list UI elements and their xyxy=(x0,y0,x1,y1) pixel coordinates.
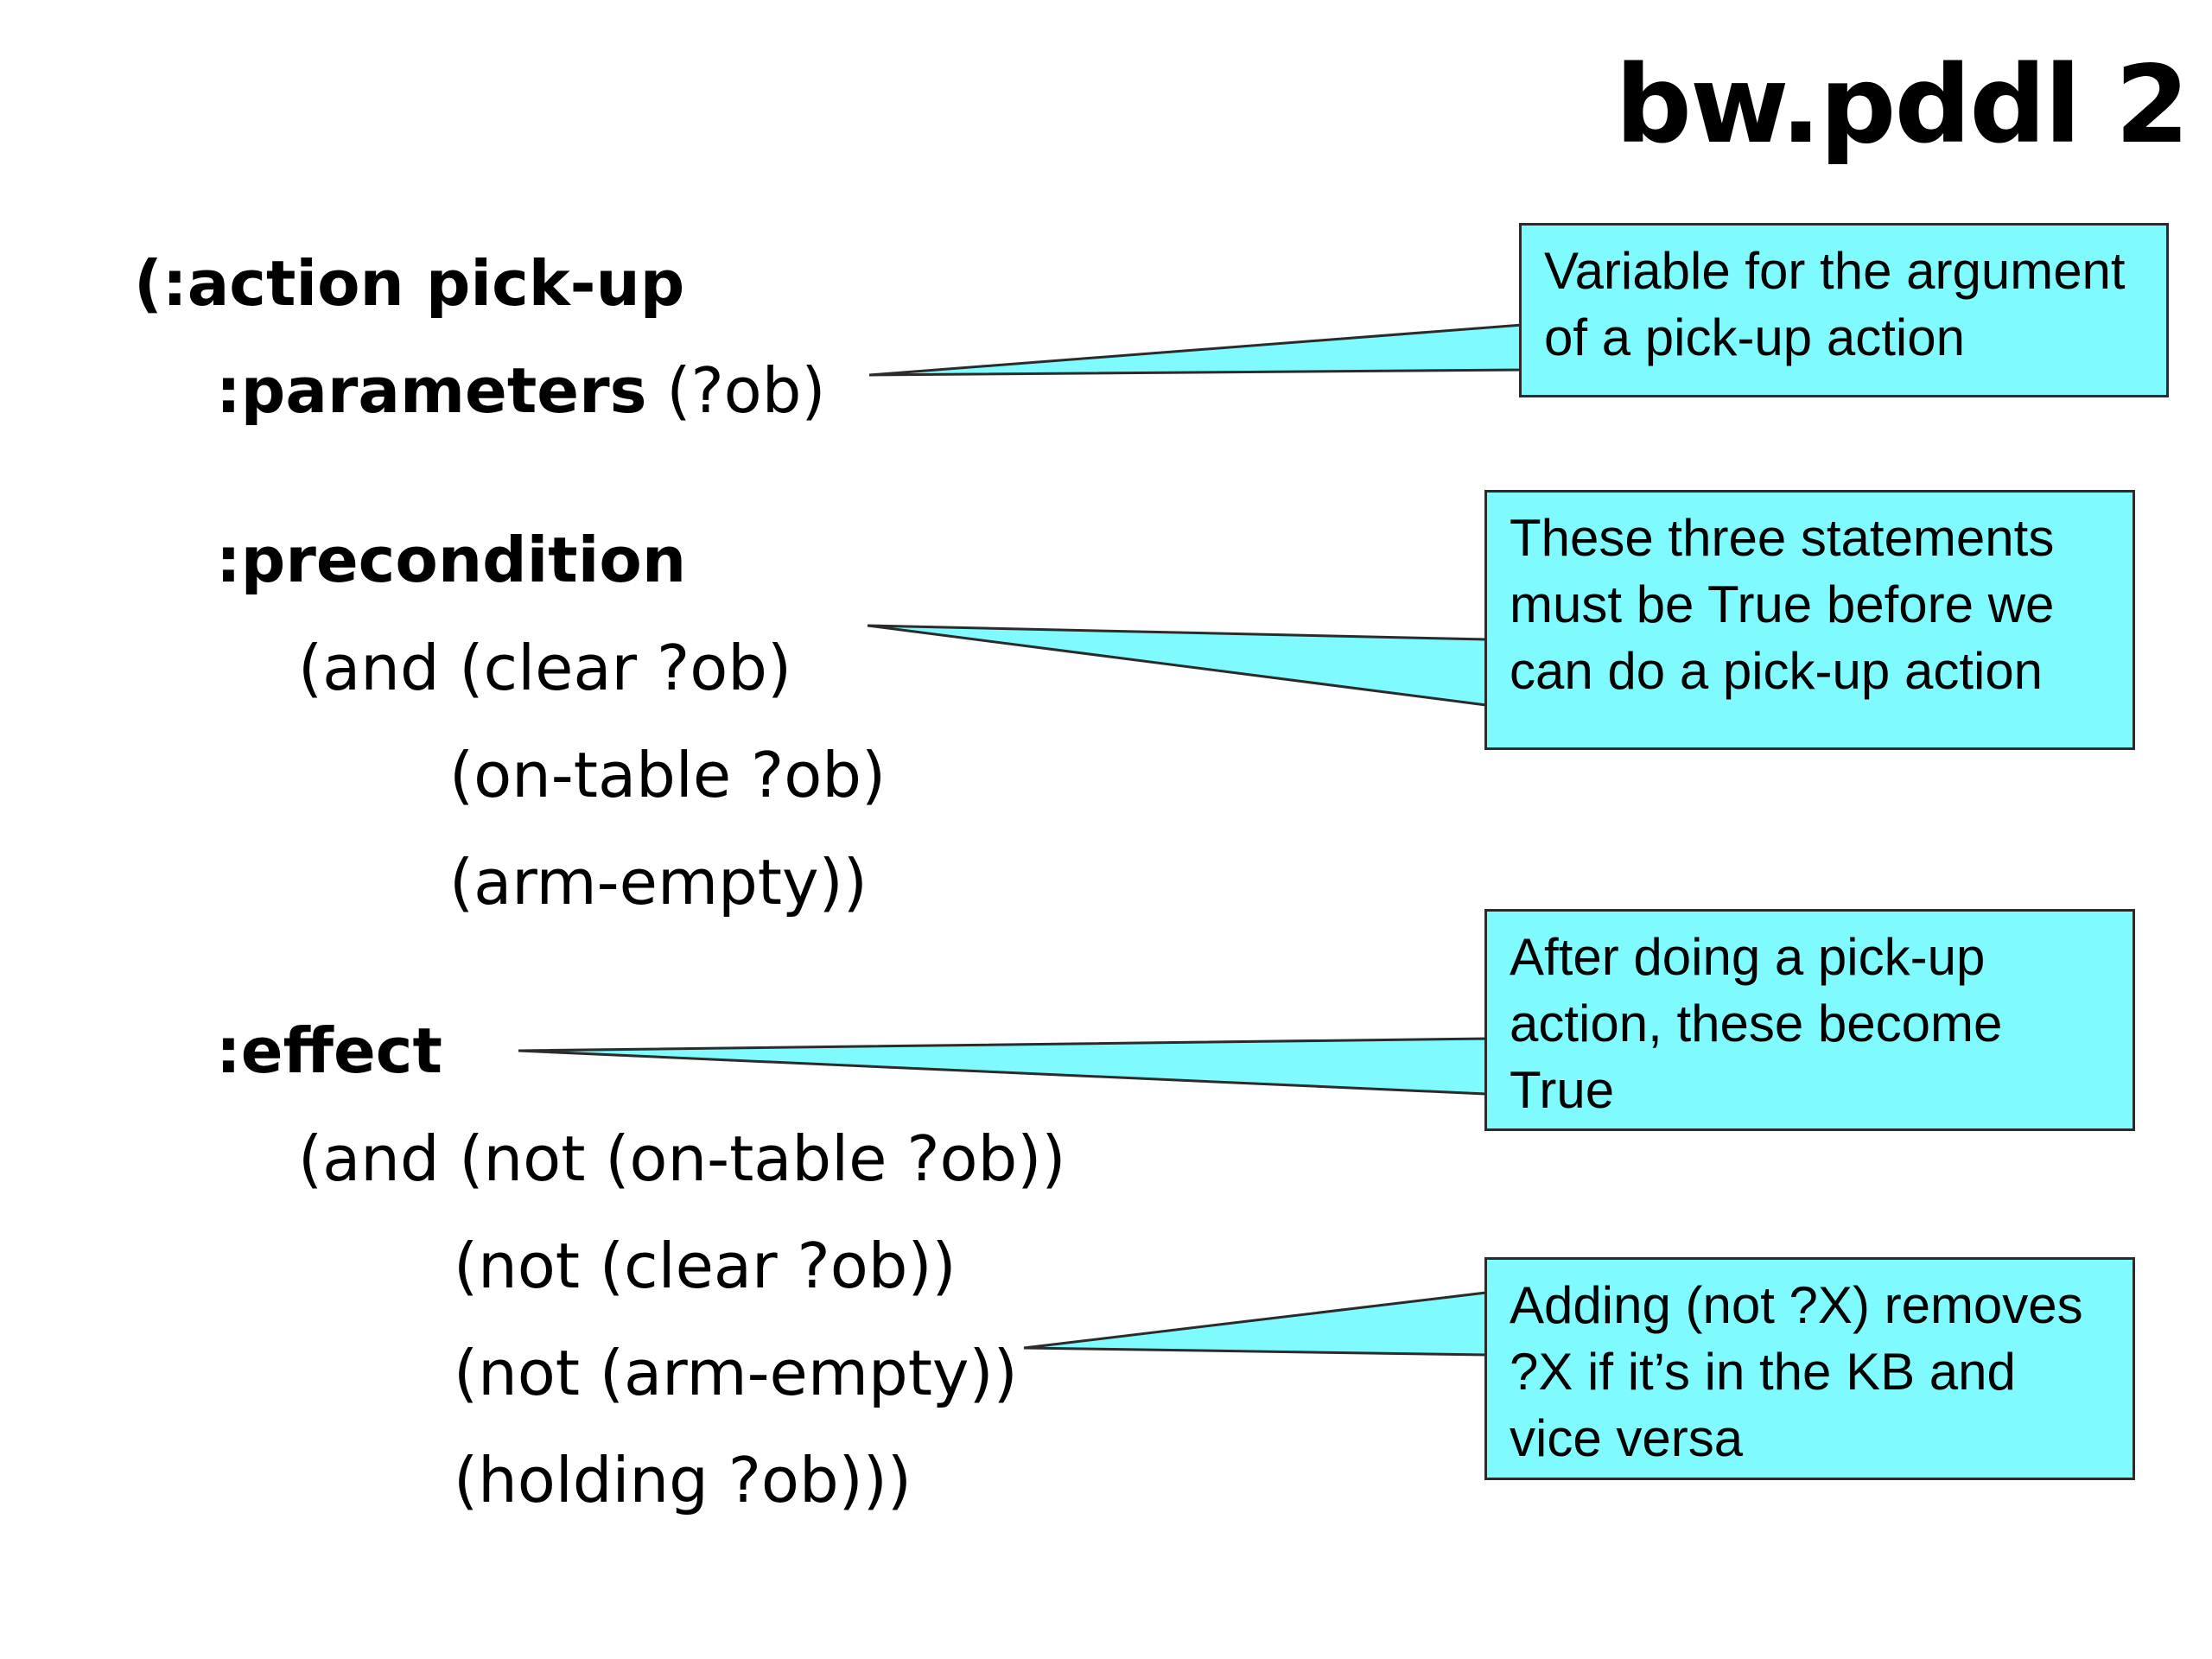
precondition-line-2: (on-table ?ob) xyxy=(449,739,887,811)
parameters-line: :parameters (?ob) xyxy=(216,359,826,422)
pointer-precondition xyxy=(867,624,1488,707)
effect-line-2: (not (clear ?ob)) xyxy=(454,1230,957,1302)
parameters-keyword: :parameters xyxy=(216,354,647,427)
effect-line-1: (and (not (on-table ?ob)) xyxy=(298,1122,1066,1195)
effect-line-4: (holding ?ob))) xyxy=(454,1444,912,1516)
precondition-line-1: (and (clear ?ob) xyxy=(298,632,792,704)
precondition-line-3: (arm-empty)) xyxy=(449,846,868,918)
pointer-parameters xyxy=(868,323,1524,377)
pointer-not xyxy=(1023,1291,1488,1357)
precondition-keyword: :precondition xyxy=(216,524,687,596)
callout-precondition: These three statements must be True befo… xyxy=(1484,490,2135,750)
effect-keyword: :effect xyxy=(216,1014,442,1087)
parameters-value: (?ob) xyxy=(646,354,826,427)
callout-parameters: Variable for the argument of a pick-up a… xyxy=(1519,223,2169,397)
action-header: (:action pick-up xyxy=(134,247,685,320)
callout-effect: After doing a pick-up action, these beco… xyxy=(1484,909,2135,1131)
pointer-effect xyxy=(518,1037,1488,1096)
callout-not: Adding (not ?X) removes ?X if it’s in th… xyxy=(1484,1257,2135,1480)
slide-title: bw.pddl 2 xyxy=(1615,43,2190,168)
effect-line-3: (not (arm-empty)) xyxy=(454,1337,1018,1409)
